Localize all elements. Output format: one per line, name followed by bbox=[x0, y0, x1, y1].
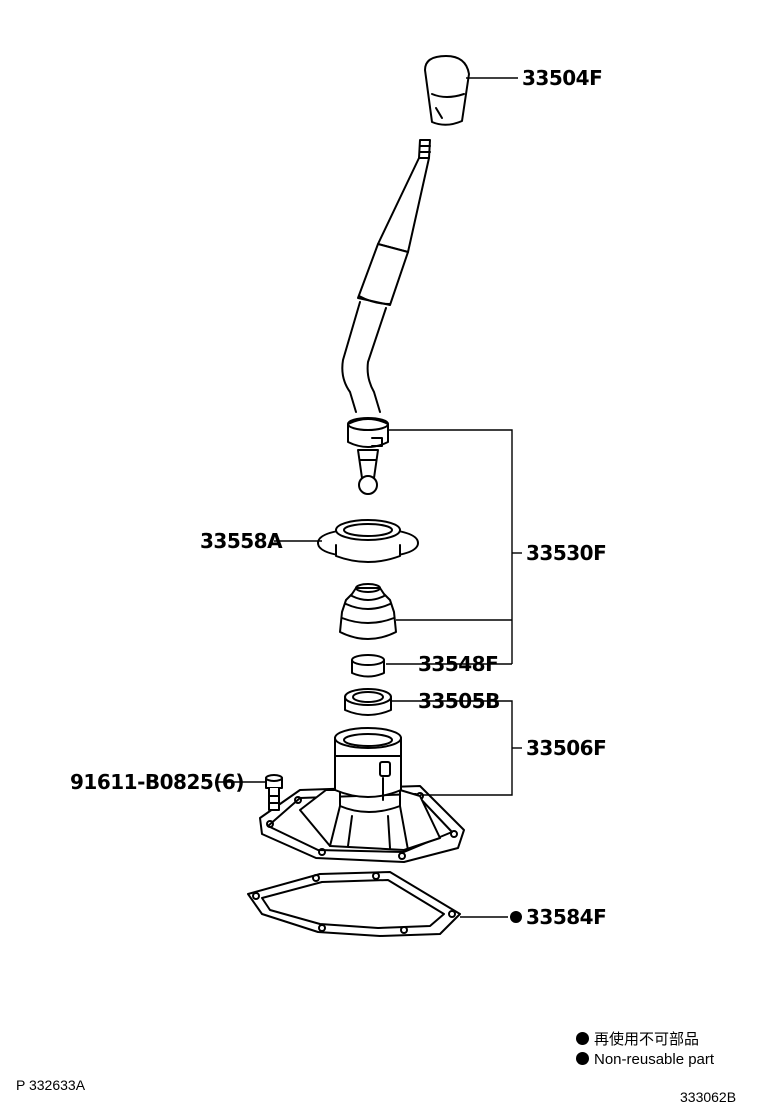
callout-retainer: 33558A bbox=[200, 529, 283, 553]
bushing-part bbox=[351, 654, 385, 678]
seat-part bbox=[344, 688, 392, 716]
non-reusable-dot-icon bbox=[510, 911, 522, 923]
boot-part bbox=[339, 583, 397, 640]
callout-gasket: 33584F bbox=[526, 905, 607, 929]
callout-shift-knob: 33504F bbox=[522, 66, 603, 90]
callout-bushing: 33548F bbox=[418, 652, 499, 676]
bolt-part bbox=[265, 774, 283, 811]
retainer-part bbox=[317, 519, 419, 563]
legend-dot-icon bbox=[576, 1052, 589, 1065]
callout-bolt: 91611-B0825(6) bbox=[70, 770, 245, 794]
footer-right-code: 333062B bbox=[680, 1089, 737, 1105]
shift-lever-part bbox=[341, 139, 431, 495]
callout-seat: 33505B bbox=[418, 689, 500, 713]
callout-housing-assy: 33506F bbox=[526, 736, 607, 760]
legend-text-en: Non-reusable part bbox=[594, 1051, 715, 1068]
leader-lines bbox=[218, 77, 522, 918]
legend-japanese: 再使用不可部品 bbox=[576, 1030, 699, 1050]
housing-part bbox=[259, 727, 465, 863]
footer-left-code: P 332633A bbox=[16, 1077, 86, 1093]
legend-text-jp: 再使用不可部品 bbox=[594, 1031, 700, 1048]
gasket-part bbox=[247, 871, 461, 937]
legend-dot-icon bbox=[576, 1032, 589, 1045]
callout-lever-assy: 33530F bbox=[526, 541, 607, 565]
shift-knob-part bbox=[424, 55, 470, 126]
legend-english: Non-reusable part bbox=[576, 1050, 714, 1070]
